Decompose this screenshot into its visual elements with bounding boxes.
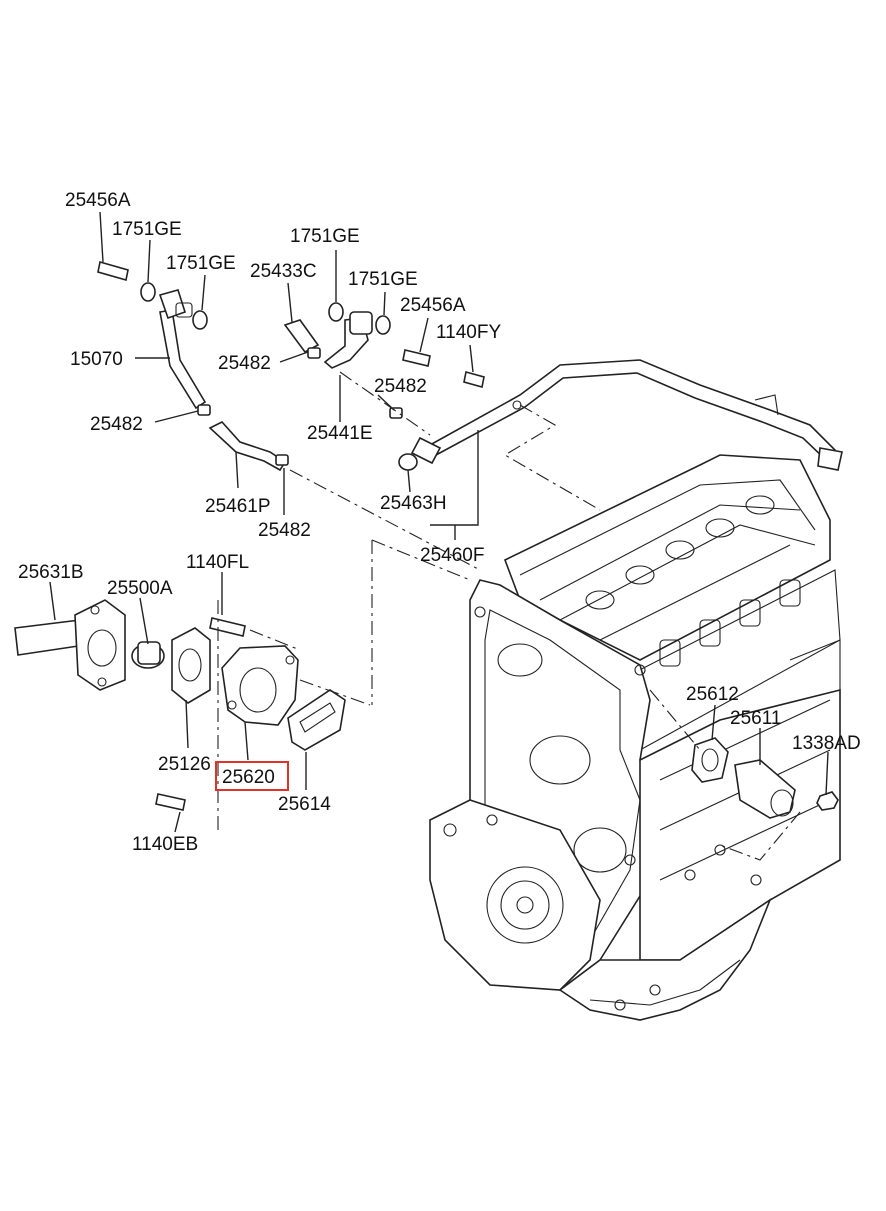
callout-25612: 25612: [686, 684, 739, 705]
callout-25456A-top: 25456A: [65, 190, 131, 211]
callout-25456A-mid: 25456A: [400, 295, 466, 316]
callout-25482-d: 25482: [258, 520, 311, 541]
callout-labels: 25456A 1751GE 1751GE 1751GE 25433C 1751G…: [18, 190, 861, 855]
callout-1751GE-b: 1751GE: [166, 253, 236, 274]
hose-25461P: [208, 421, 287, 472]
callout-25631B: 25631B: [18, 562, 84, 583]
water-outlet-25631B: [14, 599, 126, 691]
callout-1751GE-a: 1751GE: [112, 219, 182, 240]
callout-25460F: 25460F: [420, 545, 484, 566]
callout-25482-c: 25482: [90, 414, 143, 435]
callout-25611: 25611: [730, 708, 781, 729]
callout-25461P: 25461P: [205, 496, 271, 517]
callout-25126: 25126: [158, 754, 211, 775]
hose-15070: [158, 289, 207, 410]
bolts-upper: [97, 260, 485, 389]
callout-25441E: 25441E: [307, 423, 373, 444]
callout-15070: 15070: [70, 349, 123, 370]
callout-25433C: 25433C: [250, 261, 317, 282]
nut-1338AD: [816, 791, 839, 811]
callout-25614: 25614: [278, 794, 331, 815]
leader-lines: [49, 211, 829, 833]
callout-25463H: 25463H: [380, 493, 447, 514]
o-rings: [140, 282, 418, 471]
engine-assembly: [429, 454, 841, 1021]
callout-1140FL: 1140FL: [186, 552, 249, 573]
water-pipe-25460F: [410, 359, 843, 471]
callout-25500A: 25500A: [107, 578, 173, 599]
highlight-box-25620: [215, 761, 289, 791]
bolts-lower: [155, 617, 246, 811]
clamps: [197, 347, 403, 466]
gasket-25612: [691, 737, 729, 783]
gasket-25126: [171, 627, 211, 704]
callout-1751GE-d: 1751GE: [348, 269, 418, 290]
dashed-alignment-lines: [217, 371, 801, 861]
callout-1751GE-c: 1751GE: [290, 226, 360, 247]
gasket-25614: [287, 689, 346, 751]
housing-25620: [221, 645, 299, 726]
callout-1140EB: 1140EB: [132, 834, 198, 855]
callout-1338AD: 1338AD: [792, 733, 861, 754]
callout-25620: 25620: [222, 767, 275, 788]
thermostat-25500A: [131, 641, 165, 669]
hose-25441E: [283, 311, 373, 369]
callout-1140FY: 1140FY: [436, 322, 501, 343]
callout-25482-b: 25482: [374, 376, 427, 397]
callout-25482-a: 25482: [218, 353, 271, 374]
